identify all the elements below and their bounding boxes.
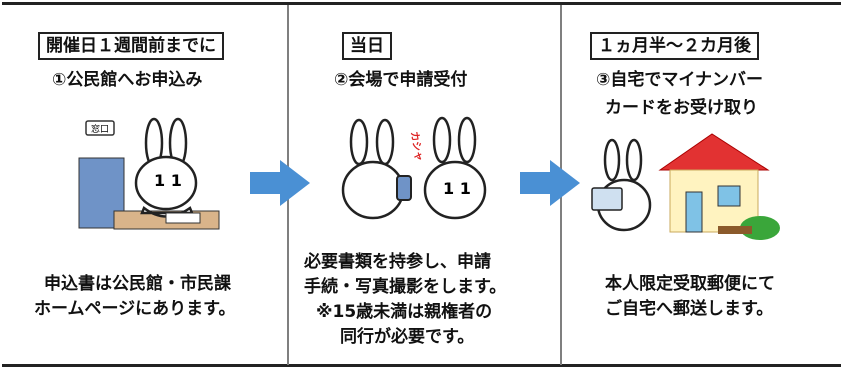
step1-title: ①公民館へお申込み — [52, 70, 203, 90]
counter-sign — [85, 120, 115, 136]
step2-timing-tag: 当日 — [342, 32, 392, 60]
svg-text:1 1: 1 1 — [154, 171, 182, 190]
step3-timing-tag: １ヵ月半～２カ月後 — [590, 32, 759, 60]
rabbit-applicant — [423, 116, 487, 220]
counter-sign-label: 窓口 — [91, 123, 109, 135]
step1-body-line1: 申込書は公民館・市民課 — [44, 274, 231, 294]
arrow-step1-to-step2 — [250, 160, 310, 206]
step3-body-line2: ご自宅へ郵送します。 — [605, 299, 774, 319]
house-door — [685, 191, 703, 233]
arrow-step2-to-step3 — [520, 160, 580, 206]
step2-body-line3: ※15歳未満は親権者の — [316, 302, 493, 322]
rabbit-photographer — [341, 118, 405, 220]
step3-title-line2: カードをお受け取り — [605, 98, 758, 118]
my-number-card — [591, 187, 623, 211]
application-form — [165, 212, 201, 224]
flower-bed — [718, 226, 752, 234]
house-window — [717, 185, 741, 207]
step3-body-line1: 本人限定受取郵便にて — [605, 274, 775, 294]
flow-frame — [2, 2, 841, 367]
step1-illustration: 窓口 1 1 — [78, 117, 220, 230]
camera — [396, 175, 412, 201]
step3-title-line1: ③自宅でマイナンバー — [596, 70, 764, 90]
step2-title: ②会場で申請受付 — [334, 70, 468, 90]
step1-timing-tag: 開催日１週間前までに — [38, 32, 224, 60]
rabbit-recipient — [596, 138, 652, 232]
step2-body-line1: 必要書類を持参し、申請 — [304, 252, 491, 272]
step2-illustration: カシャ 1 1 — [341, 116, 487, 220]
step1-body-line2: ホームページにあります。 — [34, 299, 236, 319]
svg-text:1 1: 1 1 — [443, 179, 471, 198]
shutter-sfx: カシャ — [408, 130, 425, 162]
step2-body-line4: 同行が必要です。 — [340, 327, 475, 347]
step3-illustration — [591, 133, 780, 240]
rabbit-clerk — [134, 117, 198, 218]
house-roof — [658, 133, 770, 171]
step2-body-line2: 手続・写真撮影をします。 — [304, 277, 507, 297]
